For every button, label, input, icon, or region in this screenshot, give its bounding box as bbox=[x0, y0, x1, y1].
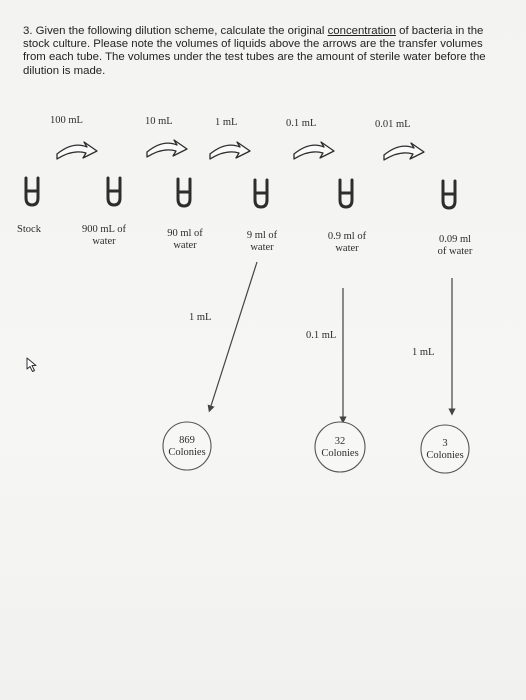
question-text-after: of bacteria in the stock culture. Please… bbox=[23, 25, 486, 77]
test-tube-1 bbox=[106, 176, 122, 207]
colony-count-3: 3 Colonies bbox=[418, 438, 472, 462]
transfer-label-4: 0.1 mL bbox=[286, 118, 317, 129]
transfer-label-3: 1 mL bbox=[215, 117, 238, 128]
colony-count-2: 32 Colonies bbox=[313, 436, 367, 460]
colony-count-3-unit: Colonies bbox=[426, 450, 464, 461]
tube-label-2-line2: water bbox=[173, 240, 197, 251]
plating-volume-2: 0.1 mL bbox=[306, 330, 337, 341]
transfer-label-1: 100 mL bbox=[50, 115, 83, 126]
tube-label-5: 0.09 ml of water bbox=[425, 234, 485, 258]
tube-label-2-line1: 90 ml of bbox=[167, 228, 203, 239]
question-underlined-term: concentration bbox=[327, 25, 396, 37]
test-tube-2 bbox=[176, 177, 192, 208]
colony-count-2-unit: Colonies bbox=[321, 448, 359, 459]
colony-count-2-value: 32 bbox=[334, 436, 346, 447]
colony-count-3-value: 3 bbox=[442, 438, 448, 449]
colony-count-1-unit: Colonies bbox=[168, 447, 206, 458]
tube-label-1-line2: water bbox=[92, 236, 116, 247]
plating-arrow-1 bbox=[207, 261, 258, 413]
tube-label-5-line1: 0.09 ml bbox=[438, 234, 472, 245]
test-tube-stock bbox=[24, 176, 40, 207]
transfer-arrow-3 bbox=[209, 141, 251, 160]
test-tube-5 bbox=[441, 179, 457, 210]
transfer-arrow-4 bbox=[293, 141, 335, 160]
transfer-arrow-5 bbox=[383, 142, 425, 161]
question-number: 3. bbox=[23, 25, 33, 37]
tube-label-5-line2: of water bbox=[437, 246, 473, 257]
tube-label-3-line2: water bbox=[250, 242, 274, 253]
colony-count-1-value: 869 bbox=[179, 435, 195, 446]
tube-label-3-line1: 9 ml of bbox=[246, 230, 278, 241]
tube-label-4: 0.9 ml of water bbox=[316, 231, 378, 255]
transfer-arrow-1 bbox=[56, 141, 98, 160]
colony-count-1: 869 Colonies bbox=[160, 435, 214, 459]
question-text: 3. Given the following dilution scheme, … bbox=[23, 25, 508, 78]
petri-plate-3 bbox=[420, 424, 470, 474]
plating-volume-3: 1 mL bbox=[412, 347, 435, 358]
tube-label-1: 900 mL of water bbox=[72, 224, 136, 248]
test-tube-4 bbox=[338, 178, 354, 209]
tube-label-stock: Stock bbox=[4, 224, 54, 236]
transfer-label-2: 10 mL bbox=[145, 116, 173, 127]
tube-label-4-line2: water bbox=[335, 243, 359, 254]
test-tube-3 bbox=[253, 178, 269, 209]
tube-label-2: 90 ml of water bbox=[158, 228, 212, 252]
tube-label-4-line1: 0.9 ml of bbox=[327, 231, 367, 242]
transfer-label-5: 0.01 mL bbox=[375, 119, 411, 130]
tube-label-3: 9 ml of water bbox=[235, 230, 289, 254]
petri-plate-2 bbox=[314, 421, 366, 473]
plating-volume-1: 1 mL bbox=[189, 312, 212, 323]
tube-label-stock-line1: Stock bbox=[17, 224, 41, 235]
petri-plate-1 bbox=[162, 421, 212, 471]
transfer-arrow-2 bbox=[146, 139, 188, 158]
question-text-before: Given the following dilution scheme, cal… bbox=[35, 25, 325, 37]
tube-label-1-line1: 900 mL of bbox=[82, 224, 126, 235]
mouse-pointer-icon bbox=[26, 357, 37, 372]
